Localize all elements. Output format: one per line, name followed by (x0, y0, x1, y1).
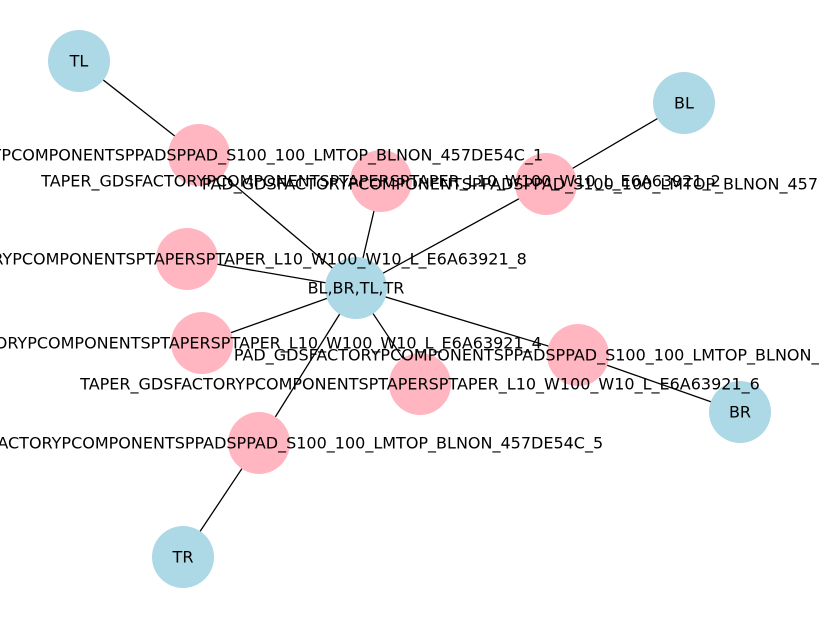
edge-pad1-hub (198, 154, 357, 289)
node-label-pad7: PAD_GDSFACTORYPCOMPONENTSPPADSPPAD_S100_… (234, 346, 819, 366)
node-br[interactable] (709, 381, 771, 443)
node-label-taper6: TAPER_GDSFACTORYPCOMPONENTSPTAPERSPTAPER… (79, 375, 760, 395)
node-label-taper4: TAPER_GDSFACTORYPCOMPONENTSPTAPERSPTAPER… (0, 334, 542, 354)
node-label-pad1: PAD_GDSFACTORYPCOMPONENTSPPADSPPAD_S100_… (0, 146, 543, 166)
node-pad3[interactable] (515, 153, 577, 215)
node-label-hub: BL,BR,TL,TR (308, 279, 405, 298)
node-pad5[interactable] (228, 412, 290, 474)
node-label-taper2: TAPER_GDSFACTORYPCOMPONENTSPTAPERSPTAPER… (40, 172, 721, 192)
nodes-layer (48, 30, 771, 588)
node-pad1[interactable] (168, 124, 230, 186)
node-label-pad3: PAD_GDSFACTORYPCOMPONENTSPPADSPPAD_S100_… (202, 175, 819, 195)
edge-pad3-hub (355, 183, 547, 289)
node-pad7[interactable] (547, 324, 609, 386)
node-tl[interactable] (48, 30, 110, 92)
node-label-tr: TR (172, 548, 194, 567)
node-taper4[interactable] (171, 312, 233, 374)
node-label-taper8: TAPER_GDSFACTORYPCOMPONENTSPTAPERSPTAPER… (0, 250, 527, 270)
node-bl[interactable] (653, 72, 715, 134)
node-hub[interactable] (325, 257, 387, 319)
node-label-bl: BL (674, 94, 694, 113)
node-label-br: BR (729, 403, 751, 422)
node-tr[interactable] (152, 526, 214, 588)
node-taper2[interactable] (350, 150, 412, 212)
node-taper8[interactable] (156, 228, 218, 290)
node-taper6[interactable] (389, 353, 451, 415)
edge-pad7-hub (355, 287, 579, 356)
node-label-tl: TL (69, 52, 89, 71)
labels-layer: BL,BR,TL,TR TL BL BR TR PAD_GDSFACTORYPCOMPON… (0, 52, 819, 567)
node-label-pad5: PAD_GDSFACTORYPCOMPONENTSPPADSPPAD_S100_… (0, 434, 603, 454)
